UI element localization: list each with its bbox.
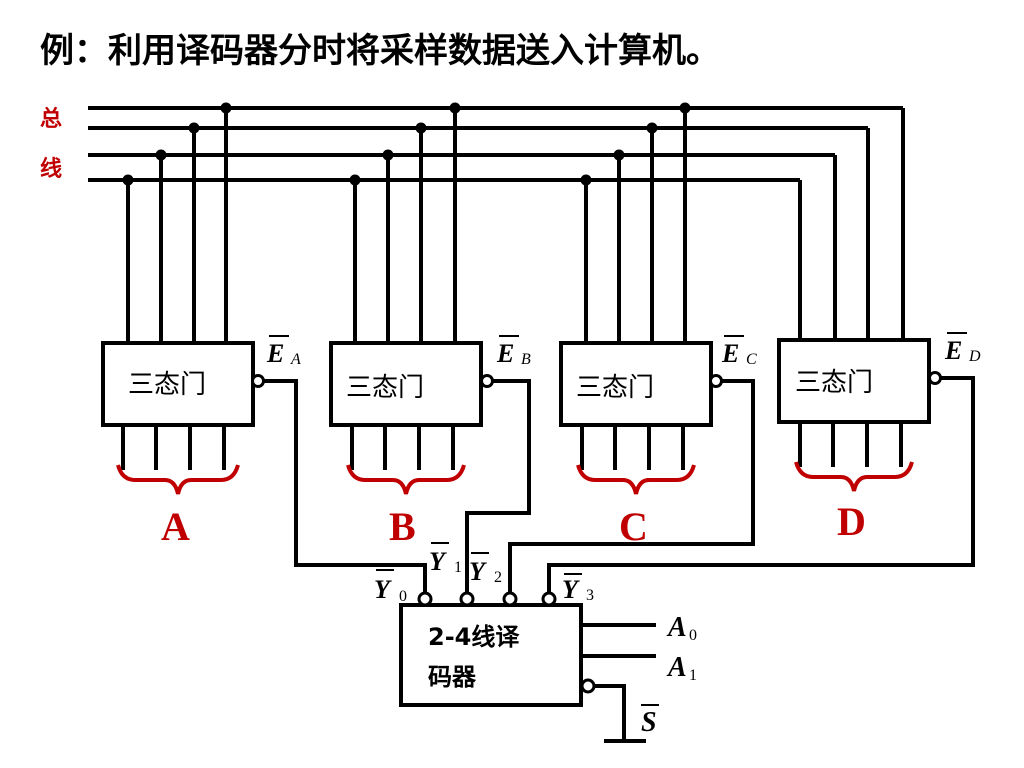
gate-label: 三态门	[128, 370, 206, 400]
enable-sub: D	[968, 348, 981, 365]
strobe-wire	[594, 684, 626, 741]
group-label: D	[837, 499, 866, 544]
decoder-box	[399, 603, 583, 707]
enable-wire-d	[547, 376, 975, 593]
strobe-bubble	[580, 678, 596, 694]
enable-wire-a	[264, 379, 427, 593]
group-label: C	[619, 504, 648, 549]
enable-sub: A	[290, 351, 301, 368]
output-sub-y1: 1	[454, 559, 462, 576]
gate-C: 三态门 E C C	[559, 335, 757, 549]
output-bubble-y2	[502, 591, 518, 607]
page-title: 例：利用译码器分时将采样数据送入计算机。	[40, 31, 720, 71]
strobe-label: S	[641, 707, 657, 738]
tristate-gate-box	[329, 341, 483, 427]
junction-dot	[188, 122, 200, 134]
output-sub-y0: 0	[399, 588, 407, 605]
junction-dot	[382, 149, 394, 161]
input-label-a1: A	[666, 652, 687, 683]
enable-bubble	[928, 371, 942, 385]
decoder-2-4: 2-4线译 码器 Y 0 Y 1 Y 2 Y 3 A 0 A 1 S	[374, 542, 697, 738]
enable-bubble	[480, 374, 494, 388]
group-label: A	[161, 504, 190, 549]
bus-label-char-2: 线	[40, 156, 62, 182]
enable-wire-c	[508, 379, 755, 593]
input-sub-a1: 1	[689, 667, 697, 684]
output-label-y2: Y	[469, 557, 487, 586]
enable-wire-b	[465, 379, 531, 593]
gate-label: 三态门	[346, 373, 424, 403]
junction-dot	[679, 102, 691, 114]
junction-dot	[220, 102, 232, 114]
junction-dot	[349, 174, 361, 186]
junction-dot	[122, 174, 134, 186]
junction-dot	[449, 102, 461, 114]
junction-dot	[613, 149, 625, 161]
enable-label: E	[721, 339, 739, 368]
enable-sub: C	[746, 351, 757, 368]
input-label-a0: A	[666, 612, 687, 643]
bus-wires	[88, 106, 975, 743]
group-label: B	[389, 504, 416, 549]
output-sub-y3: 3	[586, 587, 594, 604]
tristate-gate-box	[777, 338, 931, 424]
junction-dot	[580, 174, 592, 186]
output-label-y0: Y	[374, 575, 392, 604]
bus-label-char-1: 总	[40, 106, 62, 132]
decoder-label-line1: 2-4线译	[428, 623, 520, 651]
group-brace	[346, 464, 466, 495]
output-label-y3: Y	[562, 575, 580, 604]
output-label-y1: Y	[429, 547, 447, 576]
junction-dot	[646, 122, 658, 134]
gate-D: 三态门 E D D	[777, 332, 981, 544]
output-bubble-y1	[459, 591, 475, 607]
enable-label: E	[496, 339, 514, 368]
gate-B: 三态门 E B B	[329, 335, 531, 549]
input-sub-a0: 0	[689, 627, 697, 644]
output-bubble-y3	[541, 591, 557, 607]
enable-bubble	[709, 374, 723, 388]
junction-dots	[122, 102, 691, 186]
decoder-label-line2: 码器	[428, 663, 477, 691]
junction-dot	[415, 122, 427, 134]
enable-label: E	[266, 339, 284, 368]
enable-sub: B	[521, 351, 531, 368]
enable-bubble	[251, 374, 265, 388]
group-brace	[116, 464, 240, 495]
junction-dot	[155, 149, 167, 161]
group-brace	[794, 461, 914, 492]
enable-label: E	[944, 336, 962, 365]
group-brace	[576, 464, 696, 495]
gate-label: 三态门	[795, 368, 873, 398]
gate-label: 三态门	[576, 373, 654, 403]
output-sub-y2: 2	[494, 569, 502, 586]
gate-A: 三态门 E A A	[101, 335, 301, 549]
output-bubble-y0	[417, 591, 433, 607]
